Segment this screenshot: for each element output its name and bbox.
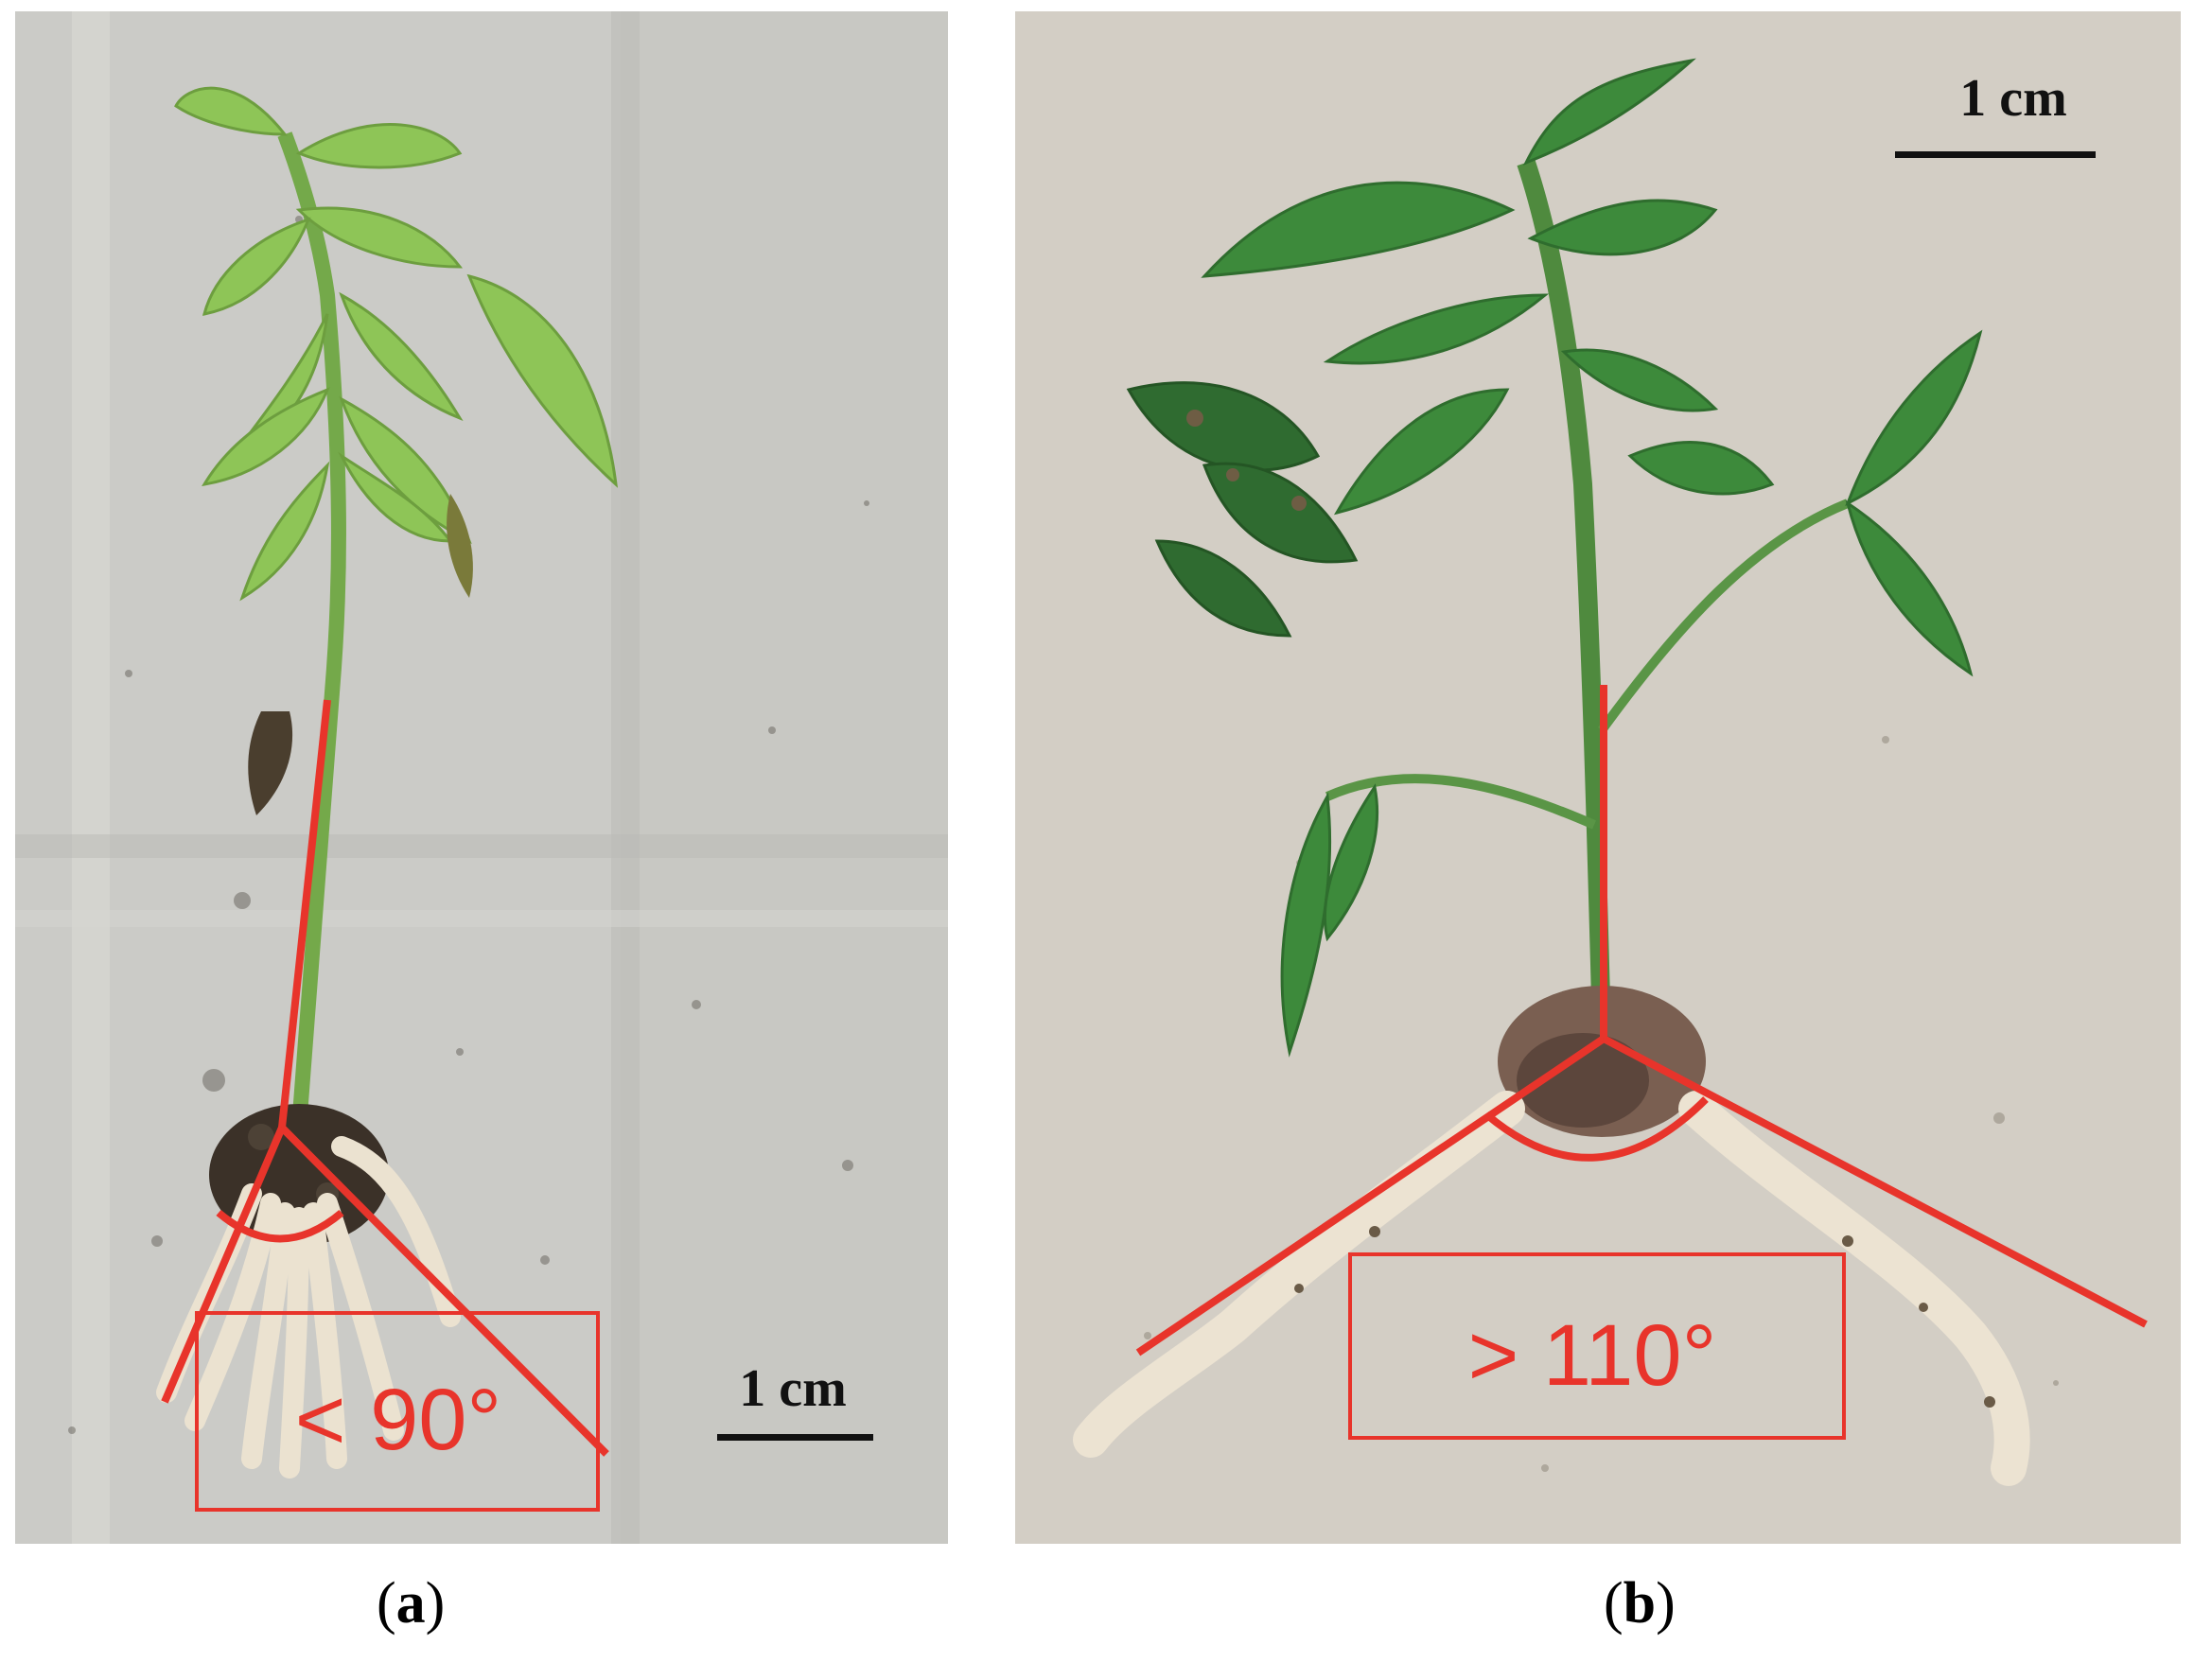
photo-panel-a: < 90° 1 cm [15,11,948,1544]
damaged-leaves [1126,381,1359,638]
angle-label-box [1348,1252,1846,1440]
right-root-line [1602,1035,2148,1328]
angle-annotation-a [161,699,609,1457]
leaves-b [1201,58,1983,1058]
photo-panel-b: > 110° 1 cm [1015,11,2181,1544]
floor-tile-line [72,11,110,1544]
soil-speckles [68,216,869,1434]
stem-axis-line [278,699,331,1129]
angle-label-a: < 90° [295,1372,501,1468]
left-root-line [1135,1035,1606,1356]
angle-label-box [195,1311,600,1512]
scale-bar-a [717,1434,873,1441]
plant-photo-a: < 90° 1 cm [15,11,948,1544]
angle-arc [216,1209,344,1243]
angle-label-b: > 110° [1468,1307,1717,1404]
background-speckles [1144,736,2059,1472]
plant-stem [277,131,346,1129]
panel-caption-b: (b) [1604,1571,1676,1636]
left-root-line [161,1126,286,1404]
plant-stem [1517,159,1611,1034]
scale-bar-label-b: 1 cm [1959,69,2067,128]
leaves-a [174,86,618,602]
panel-caption-a: (a) [377,1571,446,1636]
angle-annotation-b [1135,685,2148,1356]
scale-bar-b [1895,151,2096,158]
plant-photo-b: > 110° 1 cm [1015,11,2181,1544]
angle-arc [1483,1096,1709,1162]
dry-leaf [248,711,293,815]
wilted-leaf [447,494,473,598]
scale-bar-label-a: 1 cm [739,1359,847,1418]
right-root-line [279,1125,609,1457]
roots-b [1073,1091,2030,1486]
